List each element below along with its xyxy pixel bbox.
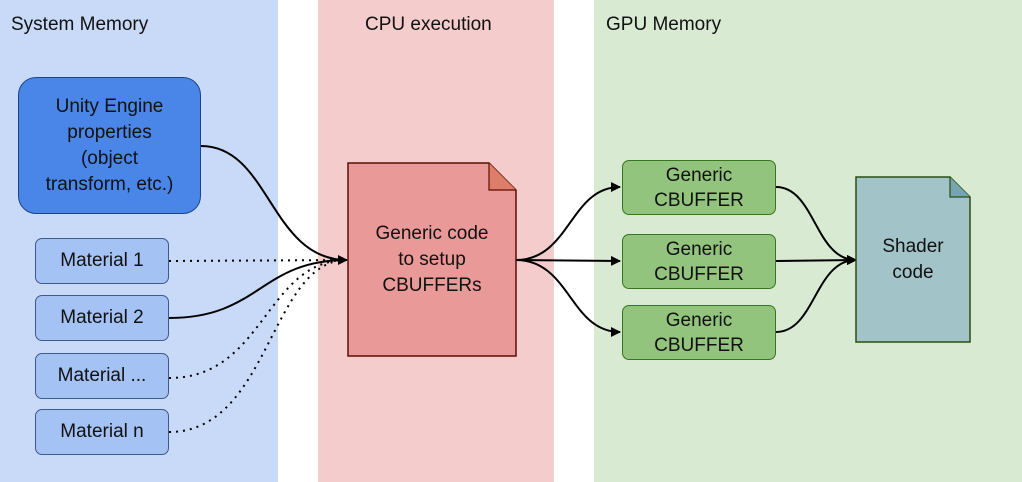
shader-code-label: Shader code [882,235,944,283]
generic-code-document [347,162,517,357]
cbuffer-2-node: Generic CBUFFER [622,234,776,289]
edge-cbuffer2-to-shader [775,255,857,266]
edge-material1-to-code [168,259,348,262]
edge-materialn-to-code [168,259,348,433]
edge-code-to-cbuffer2 [515,255,621,266]
material-2-node: Material 2 [35,295,169,341]
unity-engine-properties-node: Unity Engine properties (object transfor… [18,77,201,214]
material-1-node: Material 1 [35,238,169,284]
edge-cbuffer1-to-shader [775,186,857,265]
edge-unity-to-code [200,145,348,265]
edge-material2-to-code [168,259,348,319]
cbuffer-1-node: Generic CBUFFER [622,160,776,215]
cpu-execution-title: CPU execution [365,14,492,35]
edge-code-to-cbuffer3 [515,259,621,337]
edge-cbuffer3-to-shader [775,255,857,333]
edge-material-etc-to-code [168,259,348,379]
cbuffer-3-node: Generic CBUFFER [622,305,776,360]
generic-code-label: Generic code to setup CBUFFERs [375,222,489,296]
system-memory-title: System Memory [11,14,149,35]
gpu-memory-title: GPU Memory [606,14,722,35]
material-etc-node: Material ... [35,353,169,399]
shader-code-document [855,176,971,343]
material-n-node: Material n [35,409,169,455]
edge-code-to-cbuffer1 [515,182,621,261]
